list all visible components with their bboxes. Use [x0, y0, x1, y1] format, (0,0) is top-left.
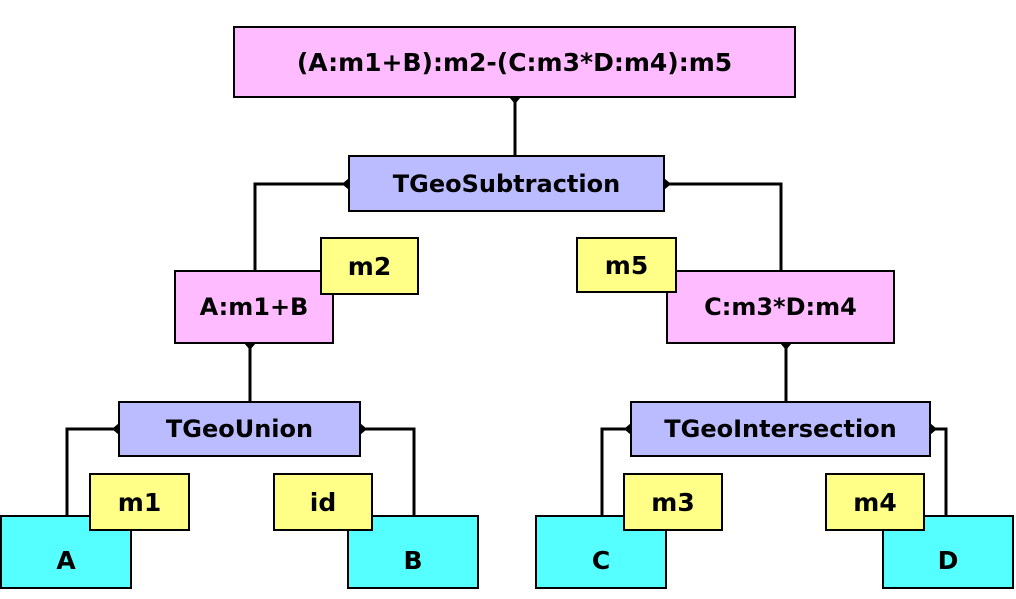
- intersection-node: TGeoIntersection: [630, 401, 931, 457]
- left-composite-node: A:m1+B: [174, 270, 334, 344]
- subtraction-node: TGeoSubtraction: [348, 155, 665, 212]
- matrix-id-label: id: [273, 473, 373, 531]
- root-composite-node: (A:m1+B):m2-(C:m3*D:m4):m5: [233, 26, 796, 98]
- right-composite-node: C:m3*D:m4: [666, 270, 895, 344]
- matrix-m3-label: m3: [623, 473, 723, 531]
- matrix-m2-label: m2: [320, 237, 419, 295]
- matrix-m1-label: m1: [89, 473, 190, 531]
- matrix-m4-label: m4: [825, 473, 925, 531]
- matrix-m5-label: m5: [576, 237, 677, 293]
- union-node: TGeoUnion: [118, 401, 361, 457]
